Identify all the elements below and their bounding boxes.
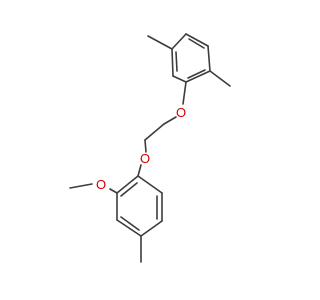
bond <box>116 175 139 194</box>
double-bond-inner <box>120 182 138 197</box>
bond <box>185 70 211 83</box>
structure-canvas: O O O <box>69 33 231 263</box>
bond <box>171 48 174 77</box>
bond <box>137 175 163 194</box>
double-bond-inner <box>187 69 206 79</box>
bond <box>116 219 142 237</box>
oxygen-atom: O <box>176 105 186 120</box>
bond <box>185 33 209 47</box>
methyl-bond <box>147 35 173 50</box>
bond <box>172 75 187 83</box>
ether-bond <box>137 164 142 177</box>
bond <box>140 220 163 237</box>
oxygen-atom: O <box>140 151 150 166</box>
double-bond-inner <box>188 38 205 49</box>
structural-formula: O O O <box>69 33 231 263</box>
ether-bond <box>182 81 187 105</box>
methyl-bond <box>209 70 231 87</box>
bond <box>171 33 187 50</box>
methoxy-bond <box>109 188 118 194</box>
upper-benzene-ring <box>171 33 211 83</box>
lower-benzene-ring <box>116 175 163 237</box>
methoxy-bond <box>69 183 93 189</box>
ethylene-bond <box>144 123 165 141</box>
ether-bond <box>144 139 147 153</box>
ether-bond <box>163 116 177 125</box>
bond <box>207 45 211 72</box>
double-bond-inner <box>120 216 140 231</box>
double-bond-inner <box>175 51 178 72</box>
oxygen-atom: O <box>96 177 106 192</box>
